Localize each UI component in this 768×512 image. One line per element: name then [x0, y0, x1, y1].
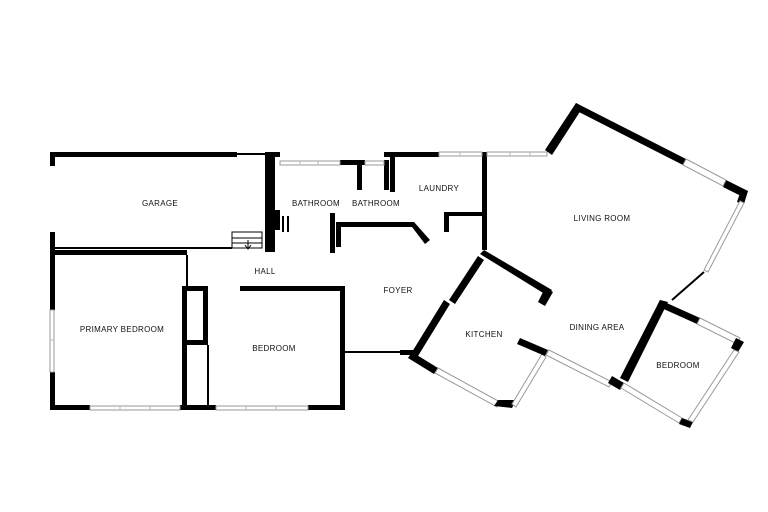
garage-walls — [50, 152, 270, 252]
laundry-label: LAUNDRY — [419, 184, 460, 193]
foyer-label: FOYER — [383, 286, 412, 295]
bath-windows — [279, 151, 548, 166]
bathroom-2-label: BATHROOM — [352, 199, 400, 208]
garage-steps — [231, 231, 263, 250]
kitchen-label: KITCHEN — [465, 330, 502, 339]
bedroom-windows — [49, 309, 309, 411]
primary-bedroom-label: PRIMARY BEDROOM — [80, 325, 164, 334]
living-room-label: LIVING ROOM — [574, 214, 631, 223]
kitchen-walls — [408, 250, 553, 408]
bathroom-1-label: BATHROOM — [292, 199, 340, 208]
dining-area-label: DINING AREA — [570, 323, 625, 332]
foyer-walls — [345, 350, 418, 355]
bedroom-2-label: BEDROOM — [656, 361, 699, 370]
bedroom-1-label: BEDROOM — [252, 344, 295, 353]
garage-label: GARAGE — [142, 199, 178, 208]
dining-bedroom-walls — [545, 300, 744, 428]
hall-label: HALL — [254, 267, 275, 276]
hall-bedroom-walls — [50, 250, 345, 410]
living-room-walls — [482, 103, 748, 301]
bath-laundry-walls — [270, 152, 487, 253]
